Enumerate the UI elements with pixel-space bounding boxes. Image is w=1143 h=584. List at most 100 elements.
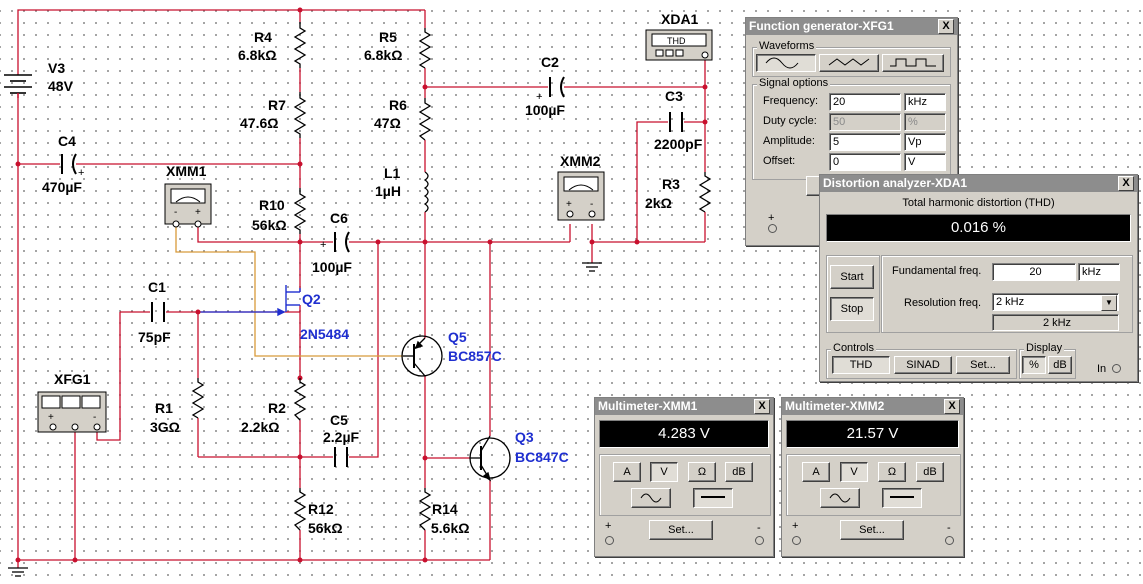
stop-button[interactable]: Stop <box>830 297 874 321</box>
waveforms-group: Waveforms <box>752 40 951 77</box>
db-button[interactable]: dB <box>1048 356 1072 374</box>
sine-wave-button[interactable] <box>756 54 816 72</box>
R5-symbol <box>418 28 432 69</box>
ohmmeter-button[interactable]: Ω <box>878 462 906 482</box>
L1-value: 1µH <box>375 183 401 199</box>
triangle-wave-button[interactable] <box>819 54 879 72</box>
C4-plus: + <box>78 167 84 179</box>
amplitude-label: Amplitude: <box>763 135 815 147</box>
R10-ref: R10 <box>259 197 285 213</box>
C2-value: 100µF <box>525 102 565 118</box>
plus-terminal-jack[interactable] <box>768 224 777 233</box>
R10-value: 56kΩ <box>252 217 287 233</box>
offset-unit[interactable]: V <box>904 153 946 171</box>
Q2-ref: Q2 <box>302 291 321 307</box>
dc-line-icon <box>701 496 725 498</box>
R10-symbol <box>293 188 307 234</box>
decibel-button[interactable]: dB <box>916 462 944 482</box>
offset-input[interactable]: 0 <box>829 153 901 171</box>
R5-value: 6.8kΩ <box>364 47 402 63</box>
sine-wave-icon <box>765 57 799 69</box>
input-label: In <box>1097 363 1107 375</box>
ammeter-button[interactable]: A <box>802 462 830 482</box>
multimeter-xmm1-titlebar[interactable]: Multimeter-XMM1 X <box>595 398 773 415</box>
amplitude-input[interactable]: 5 <box>829 133 901 151</box>
amplitude-unit[interactable]: Vp <box>904 133 946 151</box>
R12-ref: R12 <box>308 501 334 517</box>
function-generator-titlebar[interactable]: Function generator-XFG1 X <box>746 18 957 35</box>
Q3-bjt <box>469 435 511 482</box>
minus-terminal-jack[interactable] <box>945 536 954 545</box>
close-button[interactable]: X <box>938 19 954 34</box>
ohmmeter-button[interactable]: Ω <box>688 462 716 482</box>
thd-heading: Total harmonic distortion (THD) <box>902 197 1055 209</box>
ground-symbols <box>8 262 602 577</box>
distortion-analyzer-window[interactable]: Distortion analyzer-XDA1 X Total harmoni… <box>819 174 1138 382</box>
dc-mode-button[interactable] <box>882 488 922 508</box>
L1-ref: L1 <box>384 165 401 181</box>
multimeter-xmm2-titlebar[interactable]: Multimeter-XMM2 X <box>782 398 963 415</box>
XFG1-icon <box>37 391 107 433</box>
C1-ref: C1 <box>148 279 166 295</box>
fundamental-freq-unit[interactable]: kHz <box>1078 263 1120 281</box>
close-button[interactable]: X <box>754 399 770 414</box>
Q2-jfet <box>277 285 301 317</box>
close-button[interactable]: X <box>944 399 960 414</box>
dc-mode-button[interactable] <box>693 488 733 508</box>
frequency-input[interactable]: 20 <box>829 93 901 111</box>
resolution-freq-value: 2 kHz <box>996 296 1025 308</box>
frequency-label: Frequency: <box>763 95 819 107</box>
duty-cycle-unit: % <box>904 113 946 131</box>
triangle-wave-icon <box>828 58 870 66</box>
R5-ref: R5 <box>379 29 397 45</box>
R6-ref: R6 <box>389 97 407 113</box>
set-button[interactable]: Set... <box>649 520 713 540</box>
function-generator-title: Function generator-XFG1 <box>749 19 894 33</box>
R1-symbol <box>191 378 205 419</box>
R14-symbol <box>418 488 432 531</box>
fundamental-freq-input[interactable]: 20 <box>992 263 1076 281</box>
thd-display: 0.016 % <box>826 214 1131 242</box>
close-button[interactable]: X <box>1118 176 1134 191</box>
voltmeter-button[interactable]: V <box>840 462 868 482</box>
sinad-button[interactable]: SINAD <box>894 356 952 374</box>
minus-terminal-label: - <box>757 522 761 534</box>
C6-value: 100µF <box>312 259 352 275</box>
multimeter-xmm1-window[interactable]: Multimeter-XMM1 X 4.283 V A V Ω dB Set..… <box>594 397 774 557</box>
ac-mode-button[interactable] <box>820 488 860 508</box>
R7-ref: R7 <box>268 97 286 113</box>
R3-ref: R3 <box>662 176 680 192</box>
plus-terminal-jack[interactable] <box>792 536 801 545</box>
multimeter-xmm2-window[interactable]: Multimeter-XMM2 X 21.57 V A V Ω dB Set..… <box>781 397 964 557</box>
thd-button[interactable]: THD <box>832 356 890 374</box>
C3-value: 2200pF <box>654 136 703 152</box>
input-jack[interactable] <box>1112 364 1121 373</box>
resistors <box>191 22 712 531</box>
signal-options-label: Signal options <box>757 77 831 89</box>
voltmeter-button[interactable]: V <box>650 462 678 482</box>
start-button[interactable]: Start <box>830 265 874 289</box>
Q5-model: BC857C <box>448 348 502 364</box>
C5-ref: C5 <box>330 412 348 428</box>
C4-value: 470µF <box>42 179 82 195</box>
distortion-analyzer-titlebar[interactable]: Distortion analyzer-XDA1 X <box>820 175 1137 192</box>
percent-button[interactable]: % <box>1022 356 1046 374</box>
set-button[interactable]: Set... <box>956 356 1010 374</box>
XDA1-ref: XDA1 <box>661 11 699 27</box>
ac-mode-button[interactable] <box>631 488 671 508</box>
square-wave-button[interactable] <box>882 54 944 72</box>
meter-wire <box>175 224 403 357</box>
XMM1-ref: XMM1 <box>166 163 207 179</box>
chevron-down-icon[interactable]: ▼ <box>1101 295 1117 311</box>
plus-terminal-label: + <box>768 212 775 224</box>
minus-terminal-jack[interactable] <box>755 536 764 545</box>
ammeter-button[interactable]: A <box>613 462 641 482</box>
signal-options-group: Signal options Frequency: 20 kHz Duty cy… <box>752 77 951 180</box>
R12-symbol <box>293 488 307 531</box>
plus-terminal-jack[interactable] <box>605 536 614 545</box>
resolution-freq-select[interactable]: 2 kHz ▼ <box>992 293 1119 311</box>
set-button[interactable]: Set... <box>840 520 904 540</box>
decibel-button[interactable]: dB <box>725 462 753 482</box>
frequency-unit[interactable]: kHz <box>904 93 946 111</box>
Q3-ref: Q3 <box>515 429 534 445</box>
